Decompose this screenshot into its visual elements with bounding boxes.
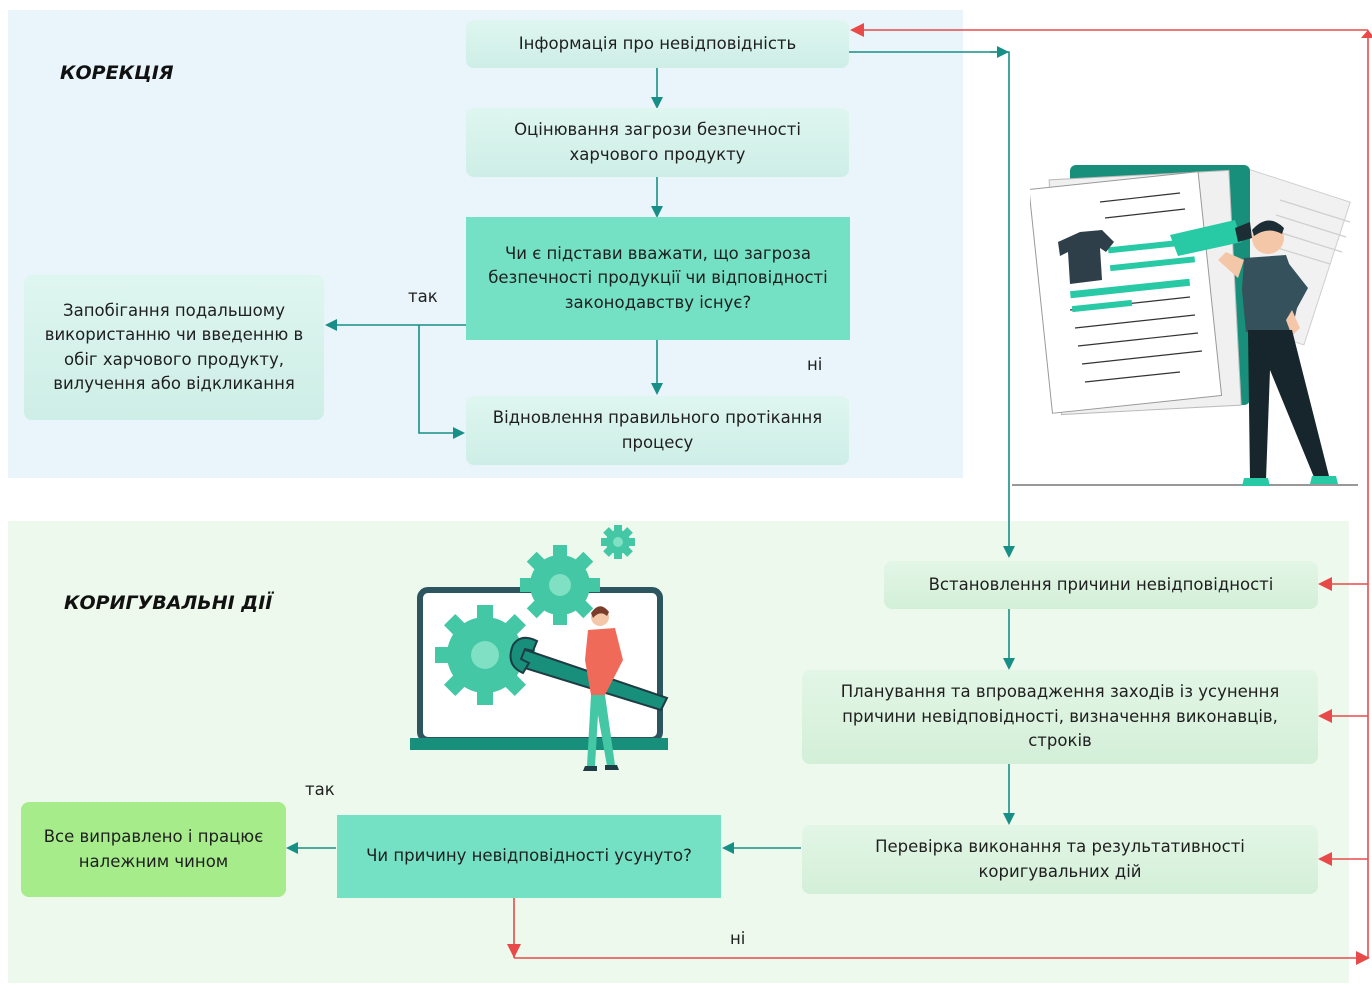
all-fixed-box: Все виправлено і працює належним чином	[21, 802, 286, 897]
corrective-actions-title: КОРИГУВАЛЬНІ ДІЇ	[64, 592, 273, 614]
corrective-yes-label: так	[305, 780, 335, 799]
hazard-decision-box: Чи є підстави вважати, що загроза безпеч…	[466, 217, 850, 340]
effectiveness-check-box: Перевірка виконання та результативності …	[802, 825, 1318, 894]
corrective-no-label: ні	[730, 929, 746, 948]
correction-no-label: ні	[807, 355, 823, 374]
cause-removed-decision-box: Чи причину невідповідності усунуто?	[337, 815, 721, 898]
root-cause-box: Встановлення причини невідповідності	[884, 561, 1318, 609]
documents-person-illustration	[1030, 164, 1351, 486]
process-restoration-box: Відновлення правильного протікання проце…	[466, 396, 849, 465]
hazard-assessment-box: Оцінювання загрози безпечності харчового…	[466, 108, 849, 177]
correction-title: КОРЕКЦІЯ	[60, 62, 174, 84]
action-planning-box: Планування та впровадження заходів із ус…	[802, 670, 1318, 764]
prevention-withdrawal-box: Запобігання подальшому використанню чи в…	[24, 275, 324, 420]
nonconformity-info-box: Інформація про невідповідність	[466, 20, 849, 68]
laptop-gears-wrench-illustration	[410, 525, 669, 771]
correction-yes-label: так	[408, 287, 438, 306]
